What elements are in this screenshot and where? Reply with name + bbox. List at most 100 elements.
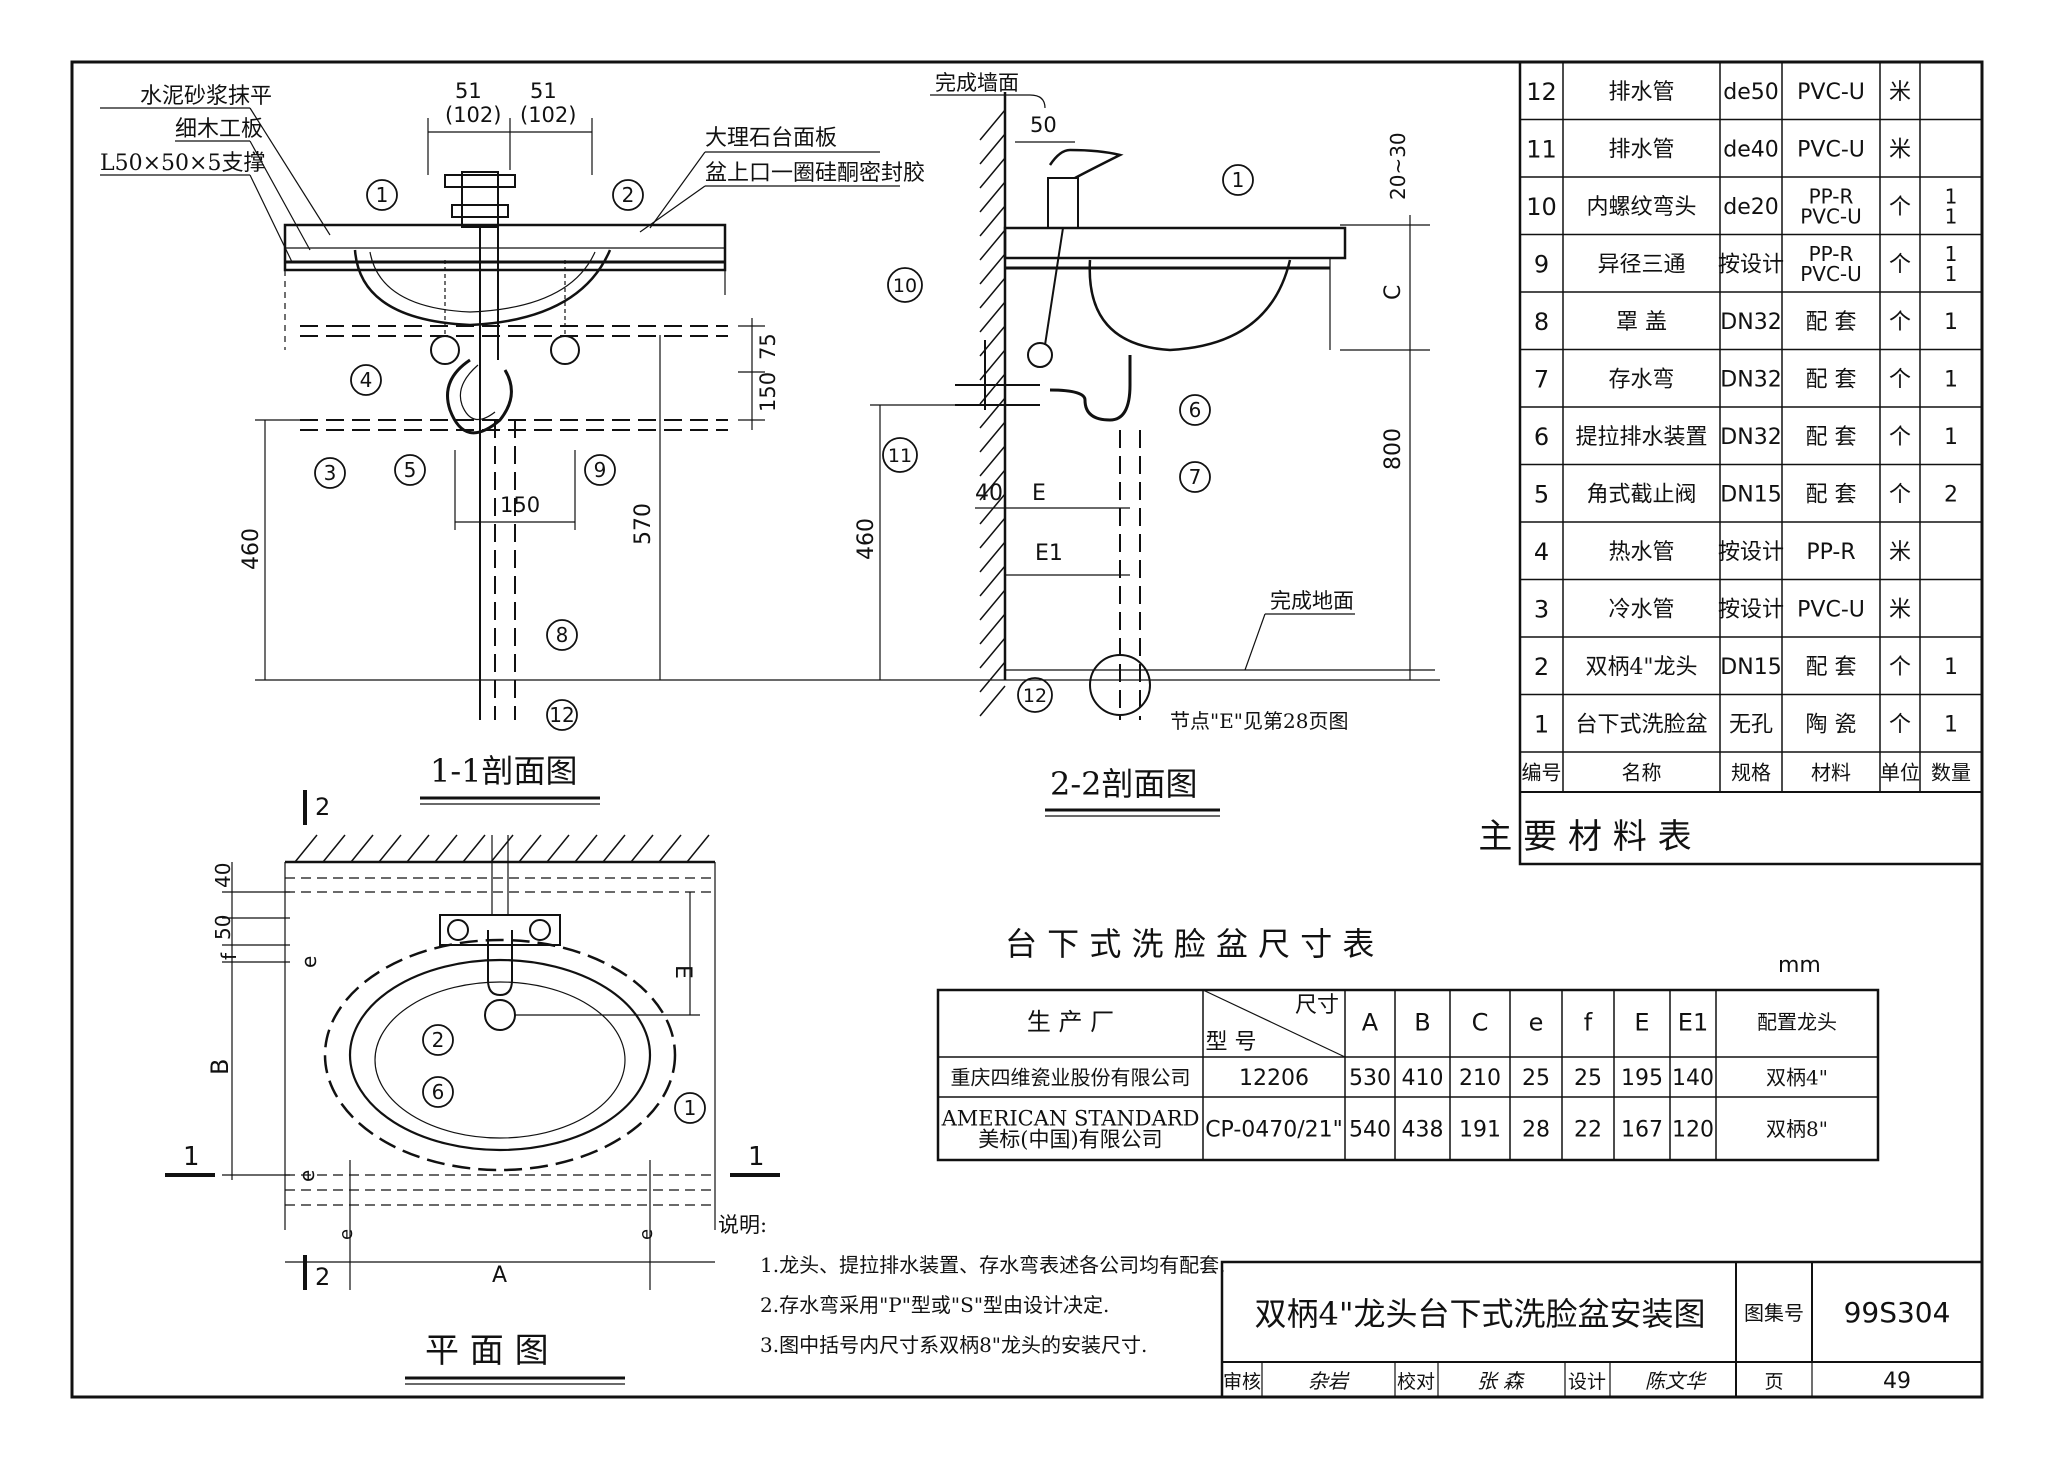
- mat-name: 异径三通: [1597, 252, 1685, 277]
- reviewer-signature: 杂岩: [1308, 1369, 1350, 1393]
- dim-plan-e4: e: [636, 1229, 657, 1240]
- size-header-2: C: [1472, 1009, 1489, 1037]
- size-header-maker: 生 产 厂: [1027, 1008, 1114, 1036]
- mat-material: 配 套: [1806, 310, 1857, 335]
- size-header-model: 型 号: [1206, 1030, 1257, 1055]
- dim-102-b: (102): [520, 103, 576, 127]
- label-node-note: 节点"E"见第28页图: [1170, 709, 1348, 733]
- mat-name: 冷水管: [1608, 597, 1674, 622]
- svg-text:8: 8: [556, 623, 569, 647]
- section-mark-2-top: 2: [315, 793, 330, 821]
- mat-name: 排水管: [1608, 80, 1674, 105]
- mat-qty: 1: [1944, 712, 1958, 737]
- dim-75: 75: [756, 333, 780, 360]
- dim-plan-e1: e: [297, 956, 321, 968]
- mat-qty: 1: [1945, 262, 1958, 286]
- svg-text:2: 2: [622, 183, 635, 207]
- dim-460-b: 460: [854, 518, 879, 560]
- plan-title: 平 面 图: [425, 1331, 549, 1371]
- mat-spec: DN15: [1720, 482, 1781, 507]
- mat-unit: 个: [1889, 425, 1911, 450]
- size-value-0: 530: [1349, 1066, 1391, 1091]
- mat-spec: 按设计: [1718, 597, 1784, 622]
- size-model: CP-0470/21": [1205, 1118, 1343, 1143]
- mat-material: 配 套: [1806, 655, 1857, 680]
- callout-2-1: 1: [1222, 164, 1254, 196]
- mat-unit: 个: [1889, 655, 1911, 680]
- drawing-title: 双柄4"龙头台下式洗脸盆安装图: [1254, 1295, 1705, 1333]
- mat-material: 配 套: [1806, 482, 1857, 507]
- label-finish-floor: 完成地面: [1270, 589, 1354, 613]
- svg-text:6: 6: [432, 1080, 445, 1104]
- dim-plan-40: 40: [211, 863, 235, 888]
- size-header-5: E: [1634, 1009, 1649, 1037]
- callout-plan-1: 1: [674, 1092, 706, 1124]
- mat-header-2: 规格: [1731, 761, 1771, 785]
- svg-text:6: 6: [1189, 398, 1202, 422]
- mat-material: PP-R: [1806, 540, 1855, 565]
- callout-1-12: 12: [546, 699, 578, 731]
- label-seal: 盆上口一圈硅酮密封胶: [705, 161, 925, 186]
- mat-qty: 1: [1944, 310, 1958, 335]
- mat-no: 11: [1526, 135, 1557, 163]
- callout-2-10: 10: [887, 267, 923, 303]
- atlas-number: 99S304: [1844, 1296, 1951, 1329]
- dim-51-a: 51: [455, 79, 482, 103]
- page-number: 49: [1883, 1369, 1911, 1394]
- mat-no: 2: [1534, 653, 1549, 681]
- section-2-2: 完成墙面 完成地面 节点"E"见第28页图 50 20~30 C 800 460…: [854, 71, 1435, 817]
- materials-table-title: 主 要 材 料 表: [1478, 817, 1691, 857]
- mat-name: 排水管: [1608, 137, 1674, 162]
- callout-plan-6: 6: [422, 1076, 454, 1108]
- atlas-label: 图集号: [1744, 1301, 1804, 1325]
- size-header-7: 配置龙头: [1757, 1010, 1837, 1034]
- mat-unit: 个: [1889, 252, 1911, 277]
- mat-name: 双柄4"龙头: [1585, 655, 1697, 680]
- mat-header-4: 单位: [1880, 761, 1920, 785]
- mat-header-0: 编号: [1522, 761, 1562, 785]
- mat-material: 陶 瓷: [1806, 712, 1857, 737]
- notes: 说明: 1.龙头、提拉排水装置、存水弯表述各公司均有配套. 2.存水弯采用"P"…: [718, 1213, 1225, 1357]
- mat-name: 存水弯: [1608, 367, 1674, 392]
- callout-2-11: 11: [882, 437, 918, 473]
- mat-spec: de20: [1723, 195, 1779, 220]
- mat-name: 角式截止阀: [1586, 482, 1696, 507]
- section-mark-1-right: 1: [748, 1142, 765, 1172]
- notes-title: 说明:: [718, 1213, 767, 1237]
- dim-C: C: [1381, 285, 1406, 300]
- svg-text:5: 5: [404, 458, 417, 482]
- designer-signature: 陈文华: [1645, 1369, 1707, 1393]
- plan-view: 2 2 1 1 40 50 f e B e E A e e 2 6 1 平: [165, 790, 780, 1385]
- mat-no: 3: [1534, 595, 1549, 623]
- callout-1-8: 8: [546, 619, 578, 651]
- callout-1-4: 4: [350, 364, 382, 396]
- mat-spec: DN15: [1720, 655, 1781, 680]
- mat-spec: DN32: [1720, 425, 1781, 450]
- dim-102-a: (102): [445, 103, 501, 127]
- callout-1-3: 3: [314, 457, 346, 489]
- dim-plan-E: E: [670, 965, 695, 979]
- mat-no: 7: [1534, 365, 1549, 393]
- size-value-5: 167: [1621, 1118, 1663, 1143]
- svg-text:10: 10: [893, 275, 917, 297]
- title-block: 双柄4"龙头台下式洗脸盆安装图 图集号 99S304 审核 杂岩 校对 张 森 …: [1220, 1260, 1984, 1399]
- dim-E1: E1: [1035, 541, 1063, 566]
- size-value-3: 25: [1522, 1066, 1550, 1091]
- mat-material: PP-R: [1809, 242, 1854, 266]
- mat-name: 台下式洗脸盆: [1575, 712, 1707, 737]
- mat-spec: 无孔: [1729, 712, 1773, 737]
- mat-no: 8: [1534, 308, 1549, 336]
- mat-spec: 按设计: [1718, 252, 1784, 277]
- note-1: 1.龙头、提拉排水装置、存水弯表述各公司均有配套.: [760, 1253, 1225, 1277]
- svg-text:9: 9: [594, 458, 607, 482]
- svg-text:12: 12: [1023, 685, 1047, 707]
- dim-plan-e3: e: [336, 1229, 357, 1240]
- dim-570: 570: [631, 503, 656, 545]
- dim-E: E: [1032, 481, 1046, 506]
- mat-no: 4: [1534, 538, 1549, 566]
- mat-no: 9: [1534, 250, 1549, 278]
- callout-plan-2: 2: [422, 1024, 454, 1056]
- mat-unit: 米: [1889, 540, 1911, 565]
